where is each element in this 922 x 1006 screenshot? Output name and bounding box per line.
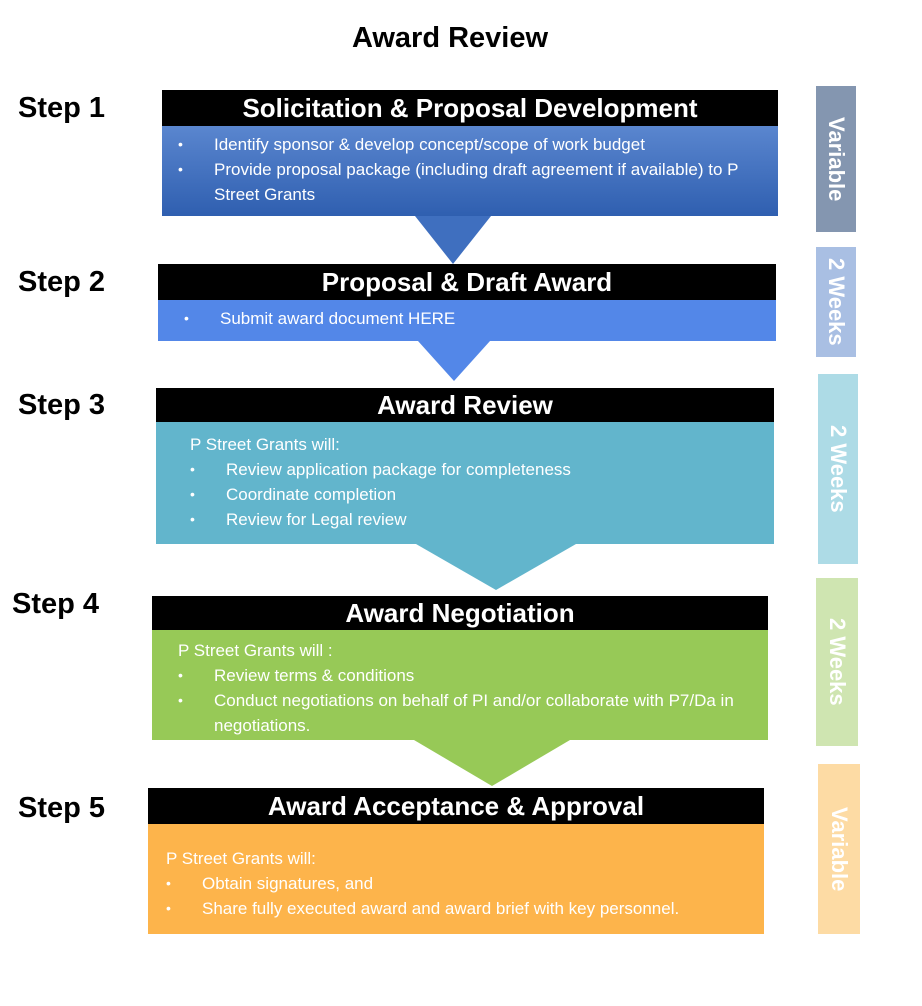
step-3-box: Award Review P Street Grants will: •Revi… <box>156 388 774 544</box>
step-1-box: Solicitation & Proposal Development •Ide… <box>162 90 778 216</box>
step-3-bullet-1: •Review application package for complete… <box>190 457 762 482</box>
step-5-bullet-2: •Share fully executed award and award br… <box>166 896 752 921</box>
bullet-icon: • <box>166 900 171 916</box>
bullet-icon: • <box>190 461 195 477</box>
step-4-label: Step 4 <box>12 588 100 620</box>
step-3-label: Step 3 <box>18 389 106 421</box>
page-title: Award Review <box>351 22 549 54</box>
step-2-box: Proposal & Draft Award •Submit award doc… <box>158 264 776 341</box>
bullet-icon: • <box>166 875 171 891</box>
bullet-icon: • <box>178 692 183 708</box>
step-3-duration: 2 Weeks <box>818 374 858 564</box>
step-2-body: •Submit award document HERE <box>158 300 776 341</box>
step-5-label: Step 5 <box>18 792 106 824</box>
step-1-arrow <box>415 216 491 264</box>
step-1-header: Solicitation & Proposal Development <box>162 90 778 126</box>
step-1-duration: Variable <box>816 86 856 232</box>
step-2-header: Proposal & Draft Award <box>158 264 776 300</box>
bullet-icon: • <box>190 486 195 502</box>
bullet-icon: • <box>178 136 183 152</box>
step-5-box: Award Acceptance & Approval P Street Gra… <box>148 788 764 934</box>
bullet-icon: • <box>184 310 189 326</box>
step-2-label: Step 2 <box>18 266 106 298</box>
step-3-body: P Street Grants will: •Review applicatio… <box>156 422 774 544</box>
step-5-intro: P Street Grants will: <box>166 849 316 868</box>
step-4-box: Award Negotiation P Street Grants will :… <box>152 596 768 740</box>
bullet-icon: • <box>190 511 195 527</box>
step-4-bullet-2: •Conduct negotiations on behalf of PI an… <box>178 688 744 738</box>
step-4-header: Award Negotiation <box>152 596 768 630</box>
step-4-intro: P Street Grants will : <box>178 641 333 660</box>
step-1-bullet-1: •Identify sponsor & develop concept/scop… <box>178 132 766 157</box>
step-4-duration: 2 Weeks <box>816 578 858 746</box>
step-1-body: •Identify sponsor & develop concept/scop… <box>162 126 778 216</box>
step-3-arrow <box>416 544 576 590</box>
step-5-body: P Street Grants will: •Obtain signatures… <box>148 824 764 934</box>
step-3-header: Award Review <box>156 388 774 422</box>
step-3-bullet-3: •Review for Legal review <box>190 507 762 532</box>
step-3-intro: P Street Grants will: <box>190 435 340 454</box>
step-2-duration: 2 Weeks <box>816 247 856 357</box>
step-5-header: Award Acceptance & Approval <box>148 788 764 824</box>
step-1-bullet-2: •Provide proposal package (including dra… <box>178 157 766 207</box>
step-5-duration: Variable <box>818 764 860 934</box>
bullet-icon: • <box>178 161 183 177</box>
step-4-arrow <box>414 740 570 786</box>
step-4-body: P Street Grants will : •Review terms & c… <box>152 630 768 740</box>
step-2-arrow <box>418 341 490 381</box>
step-5-bullet-1: •Obtain signatures, and <box>166 871 752 896</box>
bullet-icon: • <box>178 667 183 683</box>
step-4-bullet-1: •Review terms & conditions <box>178 663 744 688</box>
step-1-label: Step 1 <box>18 92 106 124</box>
step-2-bullet-1: •Submit award document HERE <box>184 306 764 331</box>
step-3-bullet-2: •Coordinate completion <box>190 482 762 507</box>
